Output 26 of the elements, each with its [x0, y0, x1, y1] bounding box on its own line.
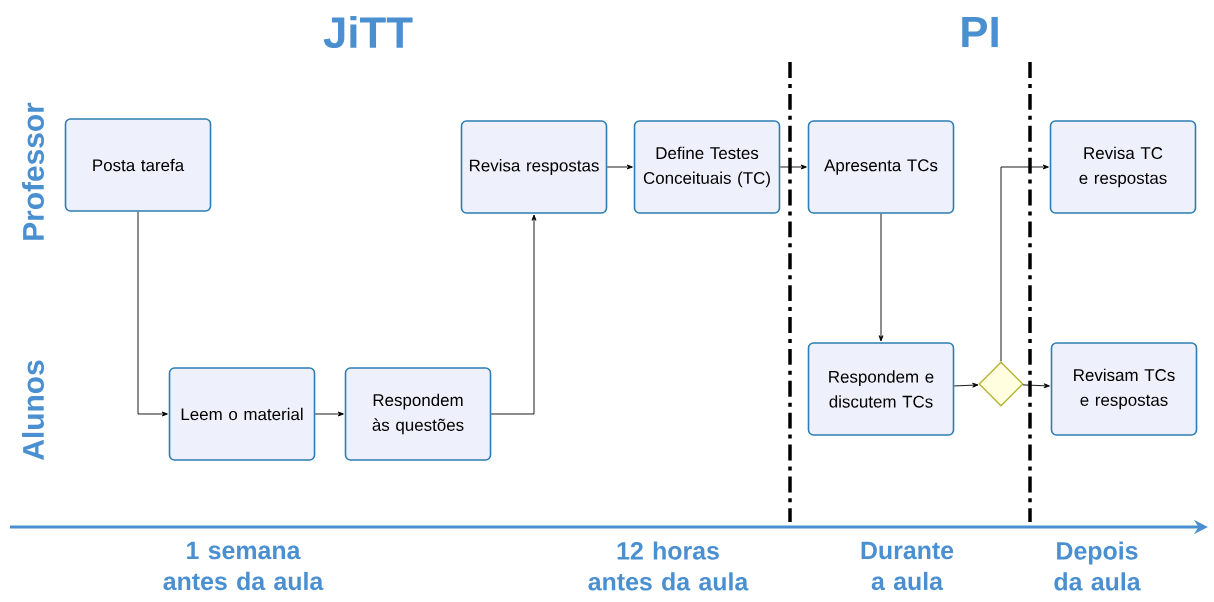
time-label: 12 horas antes da aula: [588, 541, 749, 591]
process-box: Revisa TC e respostas: [1049, 120, 1197, 214]
time-label: Durante a aula: [861, 541, 954, 591]
arrow: [314, 411, 344, 417]
time-label: Depois da aula: [1054, 541, 1141, 591]
arrow: [878, 213, 884, 342]
arrow: [779, 164, 807, 170]
arrow: [1022, 383, 1050, 389]
lane-label: Alunos: [22, 360, 44, 460]
section-heading: PI: [962, 16, 998, 48]
arrow: [953, 382, 979, 388]
process-box: Respondem às questões: [344, 367, 492, 461]
arrow: [490, 214, 537, 415]
process-box: Respondem e discutem TCs: [807, 342, 955, 436]
time-label: 1 semana antes da aula: [163, 541, 324, 591]
process-box: Define Testes Conceituais (TC): [633, 120, 781, 214]
process-box: Leem o material: [168, 367, 316, 461]
process-box: Apresenta TCs: [807, 120, 955, 214]
arrow: [137, 211, 168, 417]
gateway-diamond: [978, 361, 1024, 407]
process-box: Revisa respostas: [460, 120, 608, 214]
section-heading: JiTT: [323, 15, 413, 49]
arrow: [1000, 164, 1049, 362]
arrow: [606, 164, 633, 170]
process-box: Posta tarefa: [64, 118, 212, 212]
process-box: Revisam TCs e respostas: [1050, 342, 1198, 436]
